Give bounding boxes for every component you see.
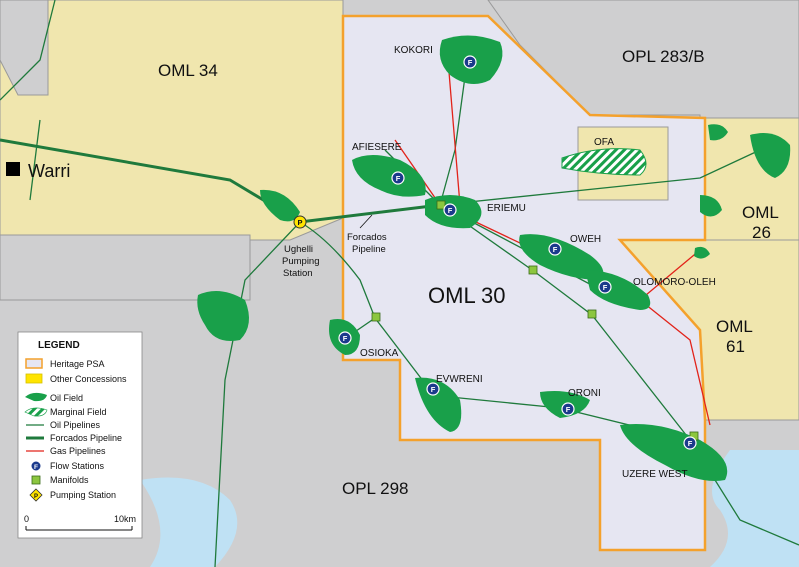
oml34-enclave <box>0 0 49 96</box>
flow-station-uzere: F <box>688 439 693 448</box>
label-oml61-line1: OML <box>716 317 753 336</box>
label-opl298: OPL 298 <box>342 479 408 498</box>
label-evwreni: EVWRENI <box>436 374 483 385</box>
flow-stations <box>338 55 697 450</box>
oil-field-oml26-a <box>750 132 791 178</box>
scale-start: 0 <box>24 514 29 524</box>
label-afiesere: AFIESERE <box>352 142 402 153</box>
legend-marginal-field: Marginal Field <box>50 407 107 417</box>
flow-station-osioka: F <box>343 334 348 343</box>
oil-field-west <box>197 291 249 341</box>
label-uzere-west: UZERE WEST <box>622 469 688 480</box>
manifolds <box>371 200 699 441</box>
ughelli-pumping-station-icon <box>293 215 307 229</box>
label-oml61-line2: 61 <box>726 337 745 356</box>
legend-other-concessions: Other Concessions <box>50 374 127 384</box>
oil-field-olomoro <box>585 270 651 310</box>
flow-station-oroni: F <box>566 405 571 414</box>
label-olomoro-oleh: OLOMORO-OLEH <box>633 277 716 288</box>
label-ughelli-line3: Station <box>283 268 313 279</box>
flow-station-eriemu: F <box>448 206 453 215</box>
label-ughelli-line1: Ughelli <box>284 244 313 255</box>
label-ofa: OFA <box>594 137 614 148</box>
label-forcados-pipeline-line1: Forcados <box>347 232 387 243</box>
oil-field-ughelli <box>260 189 300 222</box>
oil-field-oml61 <box>694 246 710 259</box>
label-ughelli-line2: Pumping <box>282 256 320 267</box>
oil-field-oml26-b <box>708 124 728 141</box>
label-oroni: ORONI <box>568 388 601 399</box>
legend-manifolds: Manifolds <box>50 475 89 485</box>
scale-end: 10km <box>114 514 136 524</box>
label-forcados-pipeline-line2: Pipeline <box>352 244 386 255</box>
flow-station-kokori: F <box>468 58 473 67</box>
oml34-block <box>0 0 344 241</box>
legend-forcados-pipeline: Forcados Pipeline <box>50 433 122 443</box>
legend-oil-pipelines: Oil Pipelines <box>50 420 101 430</box>
oml34-enclave-south <box>0 234 251 301</box>
label-oml26-line2: 26 <box>752 223 771 242</box>
legend-pumping-station: Pumping Station <box>50 490 116 500</box>
flow-station-evwreni: F <box>431 385 436 394</box>
river-water-east <box>710 450 799 567</box>
city-warri: Warri <box>28 161 70 181</box>
oil-field-uzere <box>620 424 728 481</box>
legend-pump-symbol: P <box>34 494 38 500</box>
oil-field-evwreni <box>415 377 462 432</box>
label-osioka: OSIOKA <box>360 348 399 359</box>
legend-heritage-psa: Heritage PSA <box>50 359 105 369</box>
legend-gas-pipelines: Gas Pipelines <box>50 446 106 456</box>
label-kokori: KOKORI <box>394 45 433 56</box>
pumping-station-symbol: P <box>297 218 302 227</box>
legend-oil-field: Oil Field <box>50 393 83 403</box>
legend-title: LEGEND <box>38 340 80 351</box>
flow-station-afiesere: F <box>396 174 401 183</box>
oil-field-afiesere <box>352 155 426 197</box>
legend-flow-stations: Flow Stations <box>50 461 105 471</box>
river-water <box>140 477 238 567</box>
oil-field-oweh <box>519 234 604 280</box>
legend-flow-symbol: F <box>34 464 38 471</box>
flow-station-oweh: F <box>553 245 558 254</box>
oil-field-oml26-c <box>700 195 722 217</box>
label-oml30: OML 30 <box>428 283 505 308</box>
marginal-field-ofa <box>561 148 647 176</box>
label-oweh: OWEH <box>570 234 601 245</box>
label-eriemu: ERIEMU <box>487 203 526 214</box>
label-opl283b: OPL 283/B <box>622 47 705 66</box>
legend: LEGEND Heritage PSA Other Concessions Oi… <box>17 331 143 539</box>
label-oml34: OML 34 <box>158 61 218 80</box>
flow-station-olomoro: F <box>603 283 608 292</box>
label-oml26-line1: OML <box>742 203 779 222</box>
warri-marker <box>6 162 20 176</box>
